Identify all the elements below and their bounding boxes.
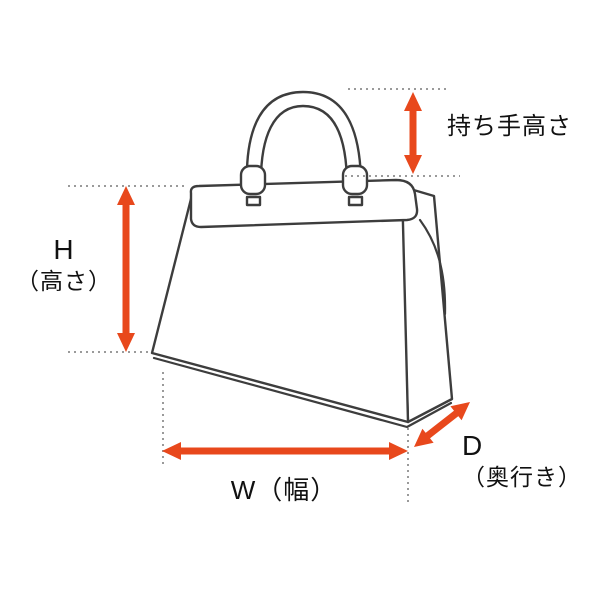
height-symbol: H [53, 234, 75, 265]
bag-handle-inner [259, 104, 349, 188]
guide-lines [68, 88, 460, 502]
handle-height-label: 持ち手高さ [447, 113, 572, 140]
width-arrowhead-left [162, 442, 181, 460]
bag-hardware-left [245, 195, 262, 207]
depth-arrowhead-upper [450, 402, 470, 421]
height-arrowhead-up [117, 186, 135, 205]
depth-symbol: D [462, 430, 484, 461]
depth-arrow [414, 402, 470, 447]
width-arrow [162, 442, 408, 460]
depth-arrow-shaft [423, 409, 461, 440]
bag-handle-tab-right [341, 164, 369, 196]
depth-label: D （奥行き） [462, 428, 582, 492]
handle-height-arrow [404, 92, 422, 174]
bag-illustration [150, 90, 454, 429]
height-name: （高さ） [16, 268, 112, 294]
bag-hardware-right [347, 195, 364, 207]
width-label: W（幅） [230, 475, 338, 505]
bag-gusset-fold [418, 218, 447, 316]
height-arrowhead-down [117, 333, 135, 352]
height-label: H （高さ） [10, 232, 118, 296]
handle-height-arrowhead-up [404, 92, 422, 111]
handle-height-arrowhead-down [404, 155, 422, 174]
bag-top-flap [189, 178, 419, 229]
height-arrow [117, 186, 135, 352]
depth-arrowhead-lower [414, 428, 434, 447]
bag-handle-tab-left [239, 164, 267, 196]
depth-name: （奥行き） [462, 464, 582, 490]
bag-bottom-piping [152, 356, 453, 429]
width-arrowhead-right [389, 442, 408, 460]
